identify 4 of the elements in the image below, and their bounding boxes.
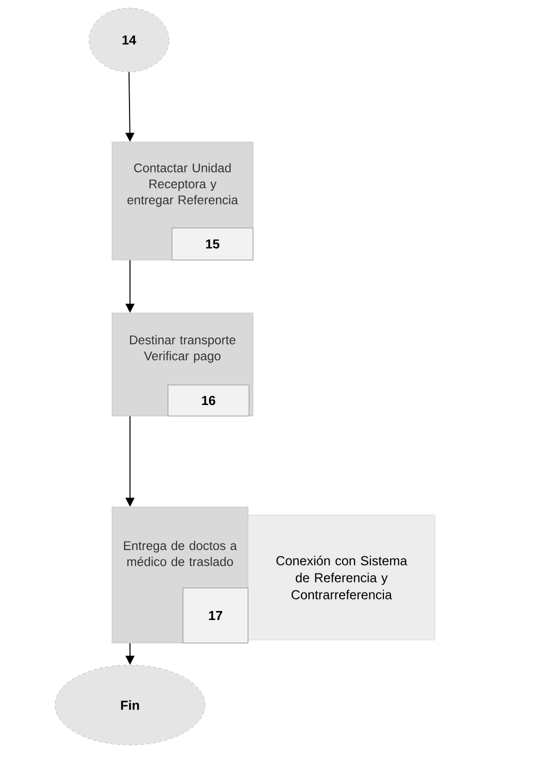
connection-box: Conexión con Sistema de Referencia y Contrarreferencia [248,514,436,640]
step-number-box: 17 [182,588,248,644]
step-number-box: 16 [168,384,250,416]
step-number-box: 15 [172,228,254,260]
